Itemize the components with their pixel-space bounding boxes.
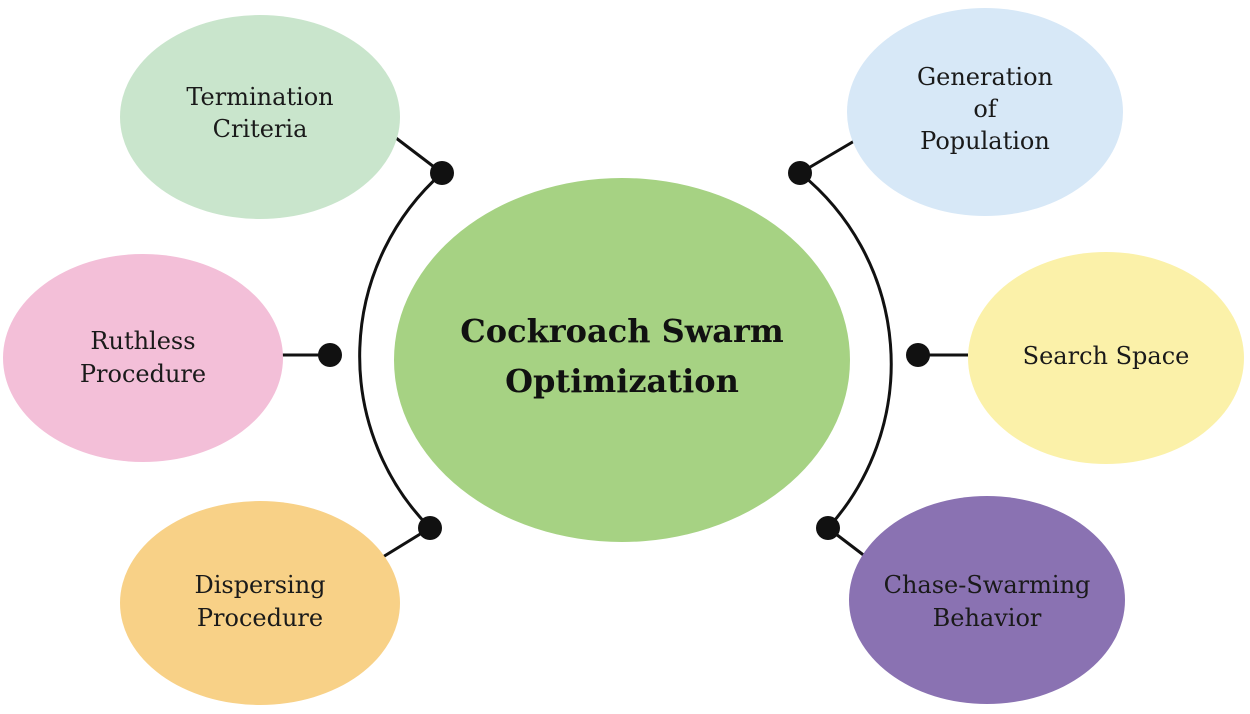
left-arc [358, 171, 443, 530]
node-generation-of-population-line2: of [973, 95, 998, 123]
node-termination-criteria-line1: Termination [186, 83, 333, 111]
node-search-space: Search Space [968, 252, 1244, 464]
node-search-space-circle [968, 252, 1244, 464]
connector-dot [906, 343, 930, 367]
node-generation-of-population-circle [847, 8, 1123, 216]
node-generation-of-population: Generation of Population [847, 8, 1123, 216]
connector-dot [430, 161, 454, 185]
right-arc [799, 171, 893, 530]
node-chase-swarming-behavior-line1: Chase-Swarming [884, 571, 1091, 599]
node-generation-of-population-line3: Population [920, 127, 1050, 155]
node-generation-of-population-line1: Generation [917, 63, 1053, 91]
node-termination-criteria: Termination Criteria [120, 15, 400, 219]
node-dispersing-procedure: Dispersing Procedure [120, 501, 400, 705]
node-search-space-line1: Search Space [1023, 342, 1190, 370]
node-chase-swarming-behavior-line2: Behavior [933, 604, 1042, 632]
node-chase-swarming-behavior: Chase-Swarming Behavior [849, 496, 1125, 704]
node-termination-criteria-line2: Criteria [213, 115, 308, 143]
center-circle [394, 178, 850, 542]
center-node: Cockroach Swarm Optimization [394, 178, 850, 542]
connector-dot [318, 343, 342, 367]
node-ruthless-procedure-circle [3, 254, 283, 462]
connector-dot [788, 161, 812, 185]
center-title-line2: Optimization [505, 362, 739, 400]
node-dispersing-procedure-circle [120, 501, 400, 705]
node-termination-criteria-circle [120, 15, 400, 219]
node-ruthless-procedure-line1: Ruthless [90, 327, 195, 355]
connector-dot [816, 516, 840, 540]
connector-dot [418, 516, 442, 540]
node-ruthless-procedure: Ruthless Procedure [3, 254, 283, 462]
node-ruthless-procedure-line2: Procedure [80, 360, 206, 388]
node-chase-swarming-behavior-circle [849, 496, 1125, 704]
node-dispersing-procedure-line1: Dispersing [194, 571, 325, 599]
center-title-line1: Cockroach Swarm [460, 312, 784, 350]
node-dispersing-procedure-line2: Procedure [197, 604, 323, 632]
